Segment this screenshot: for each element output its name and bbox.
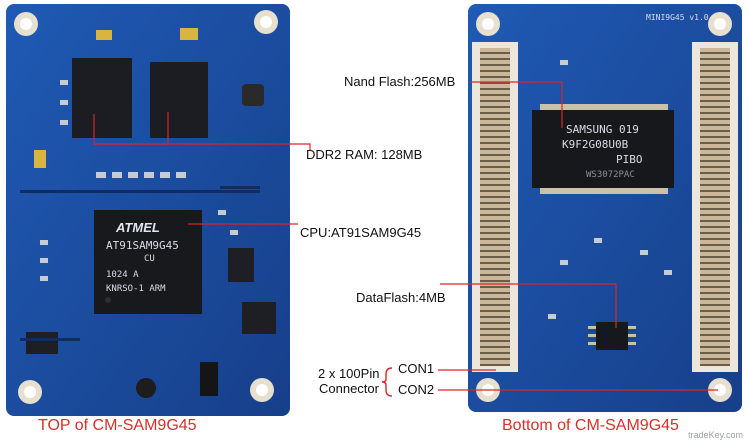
nand-line4: WS3072PAC: [586, 170, 635, 180]
con2-label: CON2: [398, 382, 435, 397]
nand-flash-label: Nand Flash:256MB: [344, 74, 456, 89]
ddr2-ram-label: DDR2 RAM: 128MB: [306, 147, 423, 162]
con1-label: CON1: [398, 361, 435, 376]
cpu-brand: ATMEL: [116, 220, 160, 235]
nand-brand: SAMSUNG 019: [566, 123, 639, 136]
ddr2-chip-1: [72, 58, 132, 138]
watermark: tradeKey.com: [688, 430, 743, 440]
cpu-line4: KNRSO-1 ARM: [106, 284, 166, 294]
ddr2-callout-line: [93, 114, 311, 150]
top-board: [6, 4, 290, 416]
cpu-model: AT91SAM9G45: [106, 239, 179, 252]
cpu-label: CPU:AT91SAM9G45: [300, 225, 422, 240]
connector-brace: [381, 367, 393, 397]
nand-callout-line: [470, 81, 563, 128]
nand-suffix: PIBO: [616, 153, 643, 166]
cpu-line3: 1024 A: [106, 270, 139, 280]
bottom-board: [468, 4, 742, 412]
dataflash-chip: [596, 322, 628, 350]
mounting-holes-left: [14, 10, 278, 404]
dataflash-callout-line: [440, 283, 617, 328]
bottom-caption: Bottom of CM-SAM9G45: [502, 417, 679, 434]
nand-model: K9F2G08U0B: [562, 138, 629, 151]
top-caption: TOP of CM-SAM9G45: [38, 417, 197, 434]
connector-label-line1: 2 x 100Pin: [318, 366, 380, 381]
connector-label-line2: Connector: [319, 381, 379, 396]
nand-chip: [532, 110, 674, 188]
cpu-suffix: CU: [144, 254, 155, 264]
cpu-chip: [94, 210, 202, 314]
ddr2-chip-2: [150, 62, 208, 138]
board-id-silkscreen: MINI9G45 v1.0: [646, 13, 709, 22]
dataflash-label: DataFlash:4MB: [356, 290, 446, 305]
callout-lines: [93, 81, 718, 391]
